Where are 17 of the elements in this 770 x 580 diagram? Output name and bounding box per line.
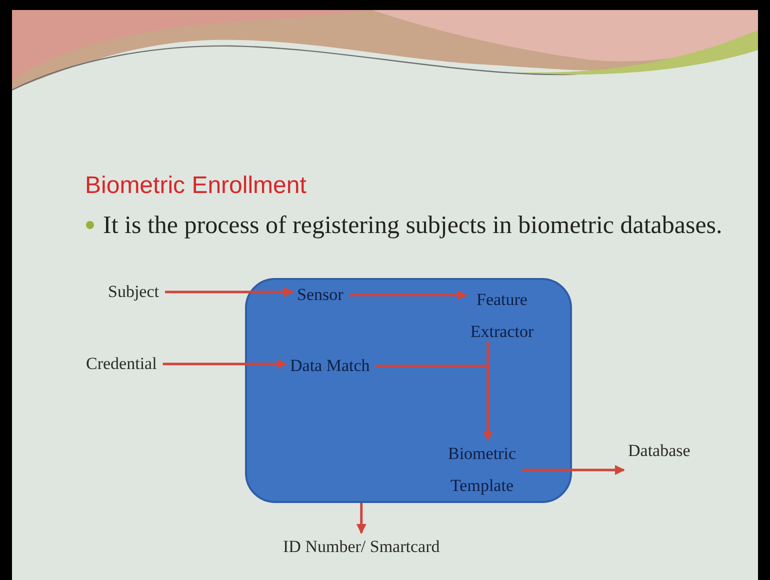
arrow [349, 290, 468, 300]
node-label: Sensor [297, 285, 344, 305]
node-label: ID Number/ Smartcard [283, 537, 440, 557]
node-label: Feature Extractor [452, 284, 552, 348]
node-label: Data Match [290, 356, 370, 376]
bullet-text: It is the process of registering subjects in biometric databases. [103, 211, 724, 241]
arrow [483, 342, 493, 441]
arrow [165, 287, 294, 297]
slide-title: Biometric Enrollment [85, 172, 306, 200]
node-label: Subject [108, 282, 159, 302]
arrow [356, 503, 366, 534]
arrow [162, 359, 287, 369]
arrow [522, 465, 625, 475]
process-box [245, 278, 572, 503]
node-label: Biometric Template [432, 438, 532, 502]
node-label: Database [628, 441, 690, 461]
node-label: Credential [86, 354, 157, 374]
